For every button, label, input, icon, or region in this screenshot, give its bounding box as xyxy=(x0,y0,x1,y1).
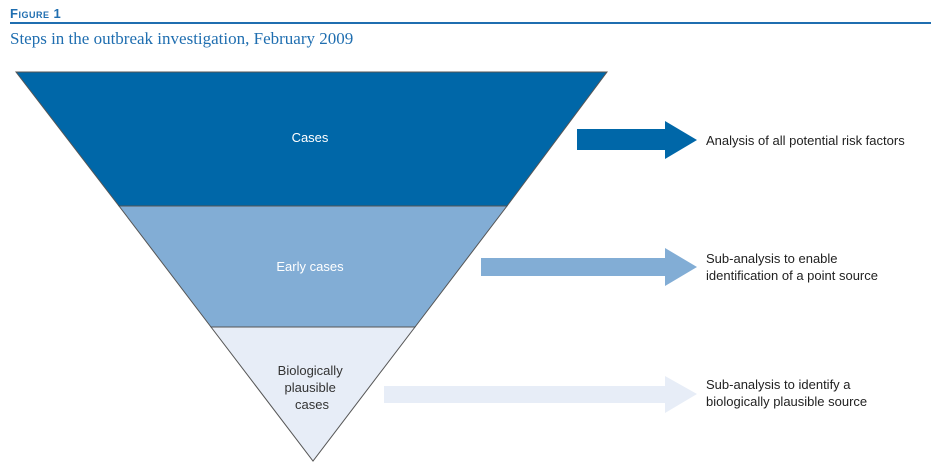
header-rule xyxy=(10,22,931,24)
funnel-level-plausible-cases xyxy=(209,326,417,462)
figure-label: Figure 1 xyxy=(10,6,62,21)
arrow-cases xyxy=(577,121,697,159)
level-label-early-cases: Early cases xyxy=(276,259,344,274)
figure-header: Figure 1 Steps in the outbreak investiga… xyxy=(10,6,931,49)
description-cases: Analysis of all potential risk factors xyxy=(706,133,905,148)
description-plausible-cases: Sub-analysis to identify a biologically … xyxy=(706,377,867,409)
arrow-plausible-cases xyxy=(384,376,697,413)
level-label-cases: Cases xyxy=(292,130,329,145)
description-early-cases: Sub-analysis to enable identification of… xyxy=(706,251,878,283)
arrow-early-cases xyxy=(481,248,697,286)
level-label-plausible-cases: Biologically plausible cases xyxy=(278,363,347,412)
figure-title: Steps in the outbreak investigation, Feb… xyxy=(10,29,354,48)
